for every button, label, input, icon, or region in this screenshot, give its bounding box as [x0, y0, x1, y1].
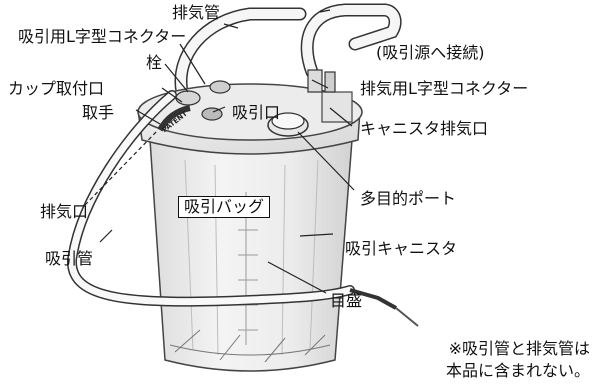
canister-body — [149, 139, 353, 372]
suction-tube-drawing — [67, 90, 419, 327]
label-exhaust-port: 排気口 — [40, 202, 89, 221]
label-cup-mount: カップ取付口 — [8, 79, 105, 98]
label-suction-port: 吸引口 — [232, 103, 281, 122]
label-suction-bag: 吸引バッグ — [178, 196, 271, 218]
label-suction-canister: 吸引キャニスタ — [345, 239, 458, 258]
label-scale: 目盛 — [330, 291, 363, 310]
label-exhaust-pipe: 排気管 — [172, 3, 221, 22]
note-line-1: ※吸引管と排気管は — [448, 339, 590, 358]
note-line-2: 本品に含まれない。 — [445, 361, 590, 380]
note-not-included: ※吸引管と排気管は 本品に含まれない。 — [446, 338, 590, 382]
label-suction-tube: 吸引管 — [45, 249, 94, 268]
leader-lines — [84, 9, 355, 294]
label-exhaust-l-connector: 排気用L字型コネクター — [360, 79, 529, 98]
label-suction-source: (吸引源へ接続) — [376, 43, 485, 62]
label-multi-port: 多目的ポート — [360, 189, 457, 208]
label-canister-exhaust: キャニスタ排気口 — [360, 119, 489, 138]
label-suction-l-connector: 吸引用L字型コネクター — [18, 27, 187, 46]
label-handle: 取手 — [82, 103, 115, 122]
exhaust-pipe-drawing — [174, 3, 402, 99]
label-plug: 栓 — [146, 53, 163, 72]
